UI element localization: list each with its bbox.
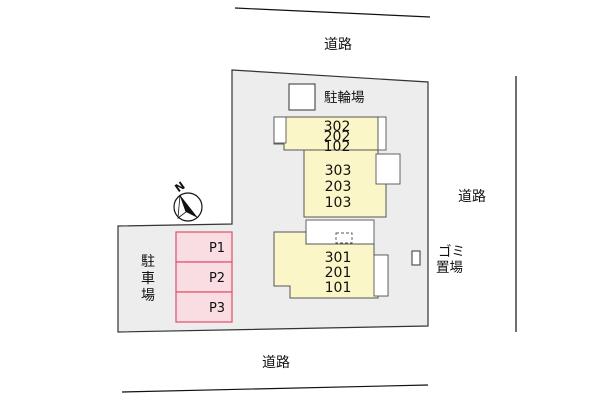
- parking-label-char-1: 駐: [141, 254, 155, 270]
- parking-label-char-3: 場: [141, 288, 155, 304]
- bicycle-parking-box: [288, 83, 316, 111]
- building-lower-notch-right: [373, 254, 389, 297]
- parking-space-p1: [175, 231, 233, 263]
- parking-space-p2: [175, 261, 233, 293]
- unit-202: 202: [324, 129, 351, 145]
- unit-302: 302: [324, 119, 351, 135]
- parking-space-p2-label: P2: [209, 271, 225, 286]
- building-upper-balcony: [375, 153, 401, 185]
- garbage-label-line2: 置場: [436, 260, 463, 276]
- unit-201: 201: [325, 265, 352, 281]
- building-upper-notch-right: [377, 116, 387, 151]
- road-bottom-line: [121, 384, 429, 393]
- parking-space-p3-label: P3: [209, 301, 225, 316]
- garbage-box: [411, 250, 421, 266]
- unit-102: 102: [324, 139, 351, 155]
- road-top-label: 道路: [324, 37, 352, 53]
- road-bottom-label: 道路: [262, 355, 290, 371]
- parking-label-char-2: 車: [141, 270, 155, 287]
- unit-203: 203: [325, 179, 352, 195]
- unit-101: 101: [325, 280, 352, 296]
- unit-303: 303: [325, 163, 352, 179]
- north-arrow-icon: N: [172, 179, 203, 222]
- road-right-label: 道路: [458, 189, 486, 205]
- building-connector: [305, 219, 375, 245]
- unit-301: 301: [325, 250, 352, 266]
- garbage-label-line1: ゴミ: [438, 243, 465, 260]
- parking-space-p3: [175, 291, 233, 323]
- unit-103: 103: [325, 195, 352, 211]
- bicycle-parking-label: 駐輪場: [324, 89, 365, 106]
- parking-space-p1-label: P1: [209, 241, 225, 256]
- building-upper-notch-left: [273, 116, 287, 144]
- building-connector-dashed: [335, 232, 353, 244]
- road-top-line: [234, 7, 431, 18]
